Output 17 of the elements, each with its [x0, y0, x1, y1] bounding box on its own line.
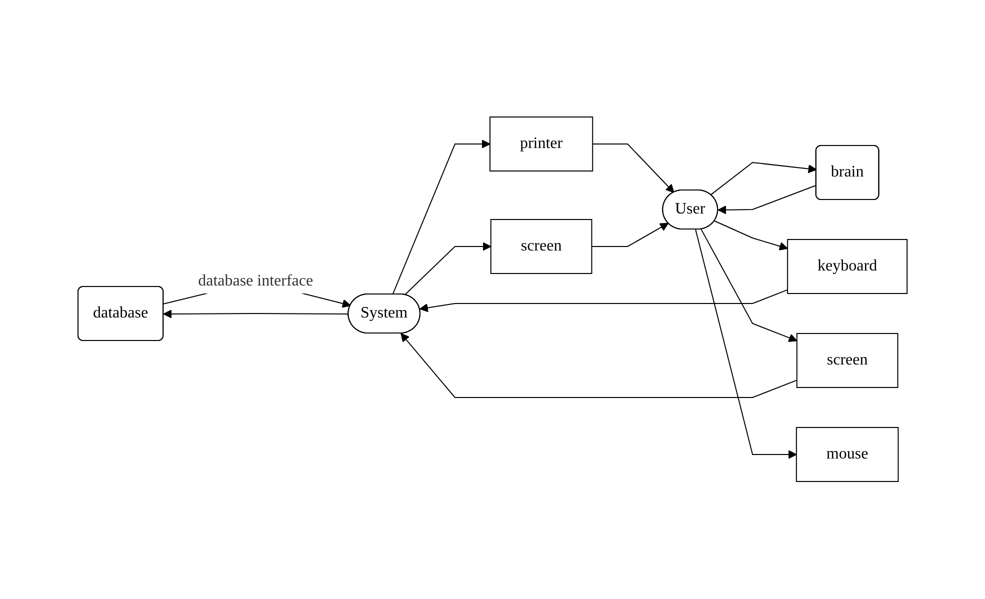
arrow [400, 333, 798, 398]
node-box [787, 239, 908, 294]
arrow [163, 310, 350, 319]
arrow [695, 229, 797, 460]
arrow [392, 140, 490, 296]
arrow [710, 162, 817, 196]
node-box [796, 333, 898, 388]
node-box [796, 427, 899, 482]
arrow [404, 242, 492, 296]
arrow [591, 223, 669, 248]
node-box [489, 116, 594, 172]
arrow [592, 144, 674, 194]
arrow [714, 220, 788, 251]
arrow [419, 290, 788, 312]
arrow [700, 229, 798, 342]
node-box [490, 219, 592, 274]
arrow [718, 185, 817, 215]
